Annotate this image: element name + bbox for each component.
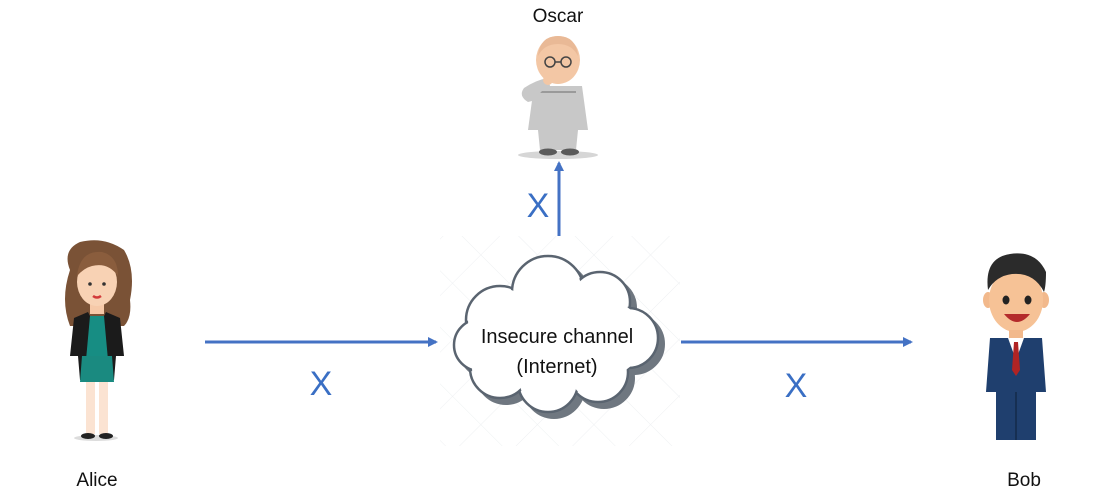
alice-figure xyxy=(65,240,132,441)
oscar-label: Oscar xyxy=(532,6,584,27)
oscar-figure xyxy=(518,36,598,159)
channel-label-line2: (Internet) xyxy=(516,356,598,378)
bob-figure xyxy=(983,253,1049,440)
x-marker-left: X xyxy=(309,365,333,403)
channel-label-line1: Insecure channel xyxy=(480,326,634,348)
x-marker-right: X xyxy=(784,367,808,405)
bob-label: Bob xyxy=(1007,470,1041,491)
x-marker-up: X xyxy=(526,187,550,225)
channel-label: Insecure channel (Internet) xyxy=(442,322,672,382)
alice-label: Alice xyxy=(76,470,118,491)
cloud-icon xyxy=(452,254,665,419)
